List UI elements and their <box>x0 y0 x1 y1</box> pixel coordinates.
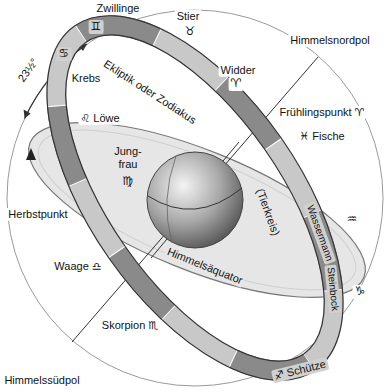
zodiac-symbol: ♋ <box>57 47 72 61</box>
point-label: Herbstpunkt <box>6 208 69 221</box>
earth-globe <box>147 152 243 248</box>
celestial-axis <box>72 57 318 342</box>
constellation-label: ♓ Fische <box>297 130 346 143</box>
globe-equator <box>148 188 242 209</box>
zodiac-symbol: ♍ <box>121 175 136 189</box>
constellation-label: Zwillinge <box>95 2 142 15</box>
globe-meridian <box>167 156 176 243</box>
constellation-label: Skorpion ♏ <box>100 319 160 332</box>
angle-label: 23½° <box>14 54 41 86</box>
constellation-label: Widder <box>219 64 258 77</box>
celestial-axis <box>223 142 239 161</box>
constellation-label: Stier <box>175 10 202 23</box>
constellation-label: Krebs <box>70 72 103 85</box>
zodiac-symbol: ♉ <box>183 25 198 39</box>
pole-label: Himmelsnordpol <box>288 34 371 47</box>
constellation-label: ♌ Löwe <box>78 112 121 125</box>
pole-label: Himmelssüdpol <box>2 374 81 387</box>
rotation-arrow <box>26 148 36 160</box>
zodiac-symbol: ♒ <box>345 213 360 227</box>
constellation-label: Waage ♎ <box>52 260 103 273</box>
angle-arrowhead <box>24 110 31 119</box>
point-label: Frühlingspunkt ♈ <box>277 106 366 119</box>
zodiac-symbol: ♑ <box>353 285 368 299</box>
constellation-label: Jung- frau <box>109 145 147 170</box>
zodiac-symbol: ♊ <box>89 20 104 34</box>
zodiac-symbol: ♈ <box>229 77 244 91</box>
